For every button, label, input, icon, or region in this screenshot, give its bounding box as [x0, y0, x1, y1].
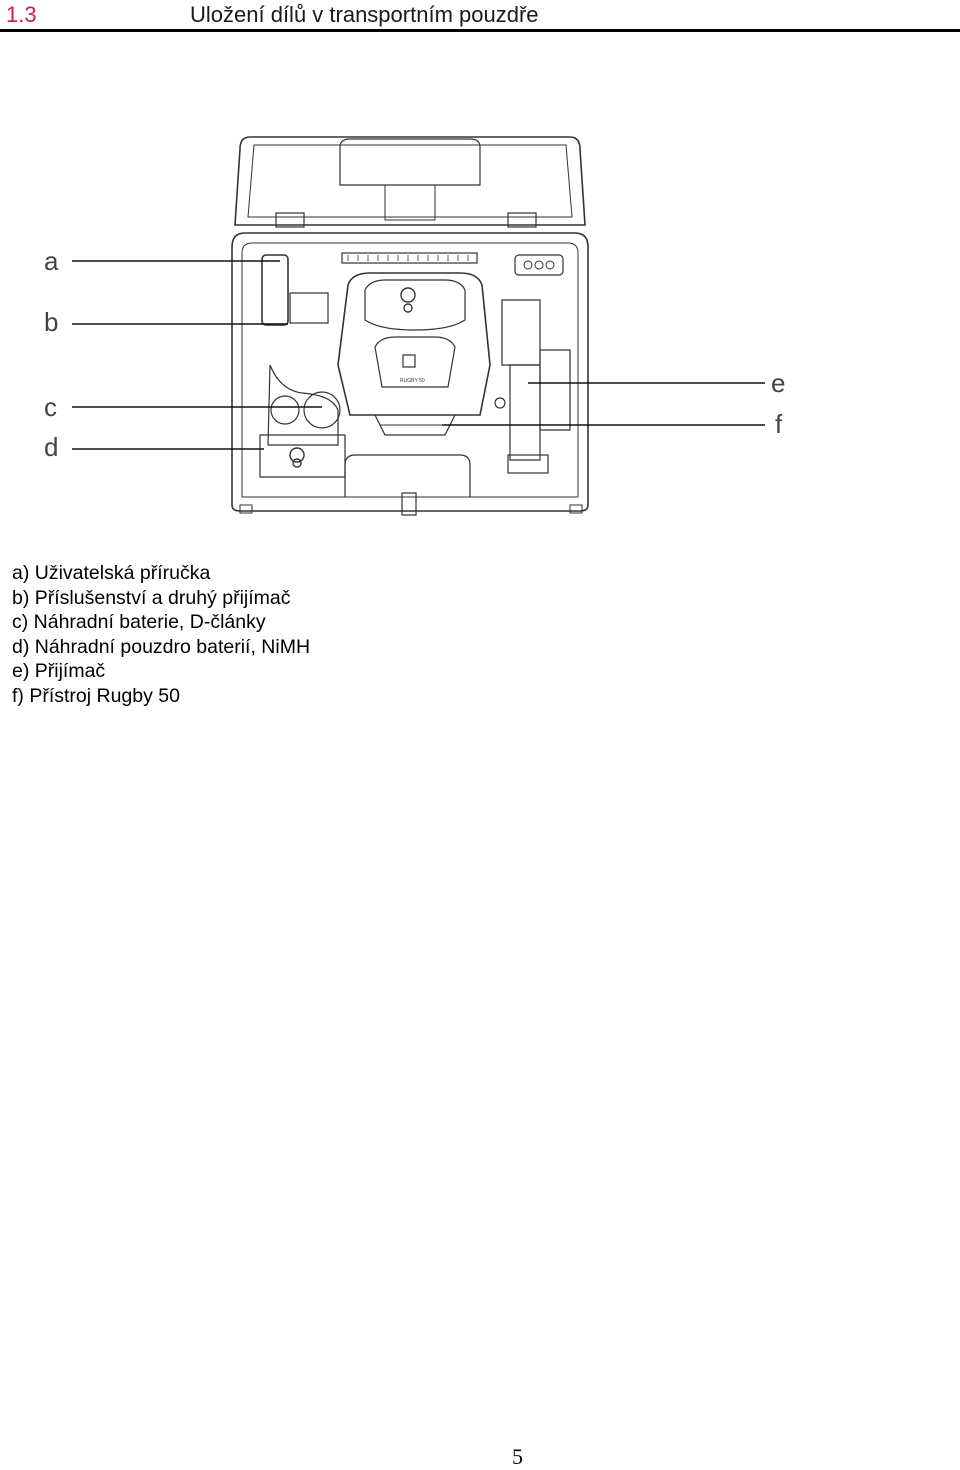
legend-item: a) Uživatelská příručka: [12, 562, 211, 584]
manual-slot: [341, 252, 478, 264]
callout-d: d: [44, 432, 58, 462]
legend-item: b) Příslušenství a druhý přijímač: [12, 586, 291, 609]
page-number: 5: [512, 1444, 523, 1469]
case-lid: [234, 136, 586, 228]
callout-lines: [72, 260, 765, 450]
legend-item: f) Přístroj Rugby 50: [12, 684, 180, 707]
callout-a: a: [44, 246, 59, 276]
parts-legend: a) Uživatelská příručka b) Příslušenství…: [12, 561, 310, 708]
section-header: 1.3 Uložení dílů v transportním pouzdře: [0, 0, 960, 32]
case-layout-diagram: RUGBY 50 a b c d e f: [44, 136, 785, 516]
header-rule: [0, 29, 960, 32]
callout-c: c: [44, 392, 57, 422]
receiver-compartment: [494, 254, 571, 474]
callout-e: e: [771, 368, 785, 398]
accessories-compartment: [259, 254, 346, 478]
callout-f: f: [775, 409, 783, 439]
legend-item: d) Náhradní pouzdro baterií, NiMH: [12, 635, 311, 658]
legend-item: e) Přijímač: [12, 660, 106, 682]
callout-b: b: [44, 307, 58, 337]
device-label: RUGBY 50: [400, 378, 425, 384]
section-title: Uložení dílů v transportním pouzdře: [190, 2, 539, 27]
legend-item: c) Náhradní baterie, D-články: [12, 611, 266, 633]
section-number: 1.3: [6, 2, 37, 27]
rugby-instrument: RUGBY 50: [337, 272, 491, 436]
